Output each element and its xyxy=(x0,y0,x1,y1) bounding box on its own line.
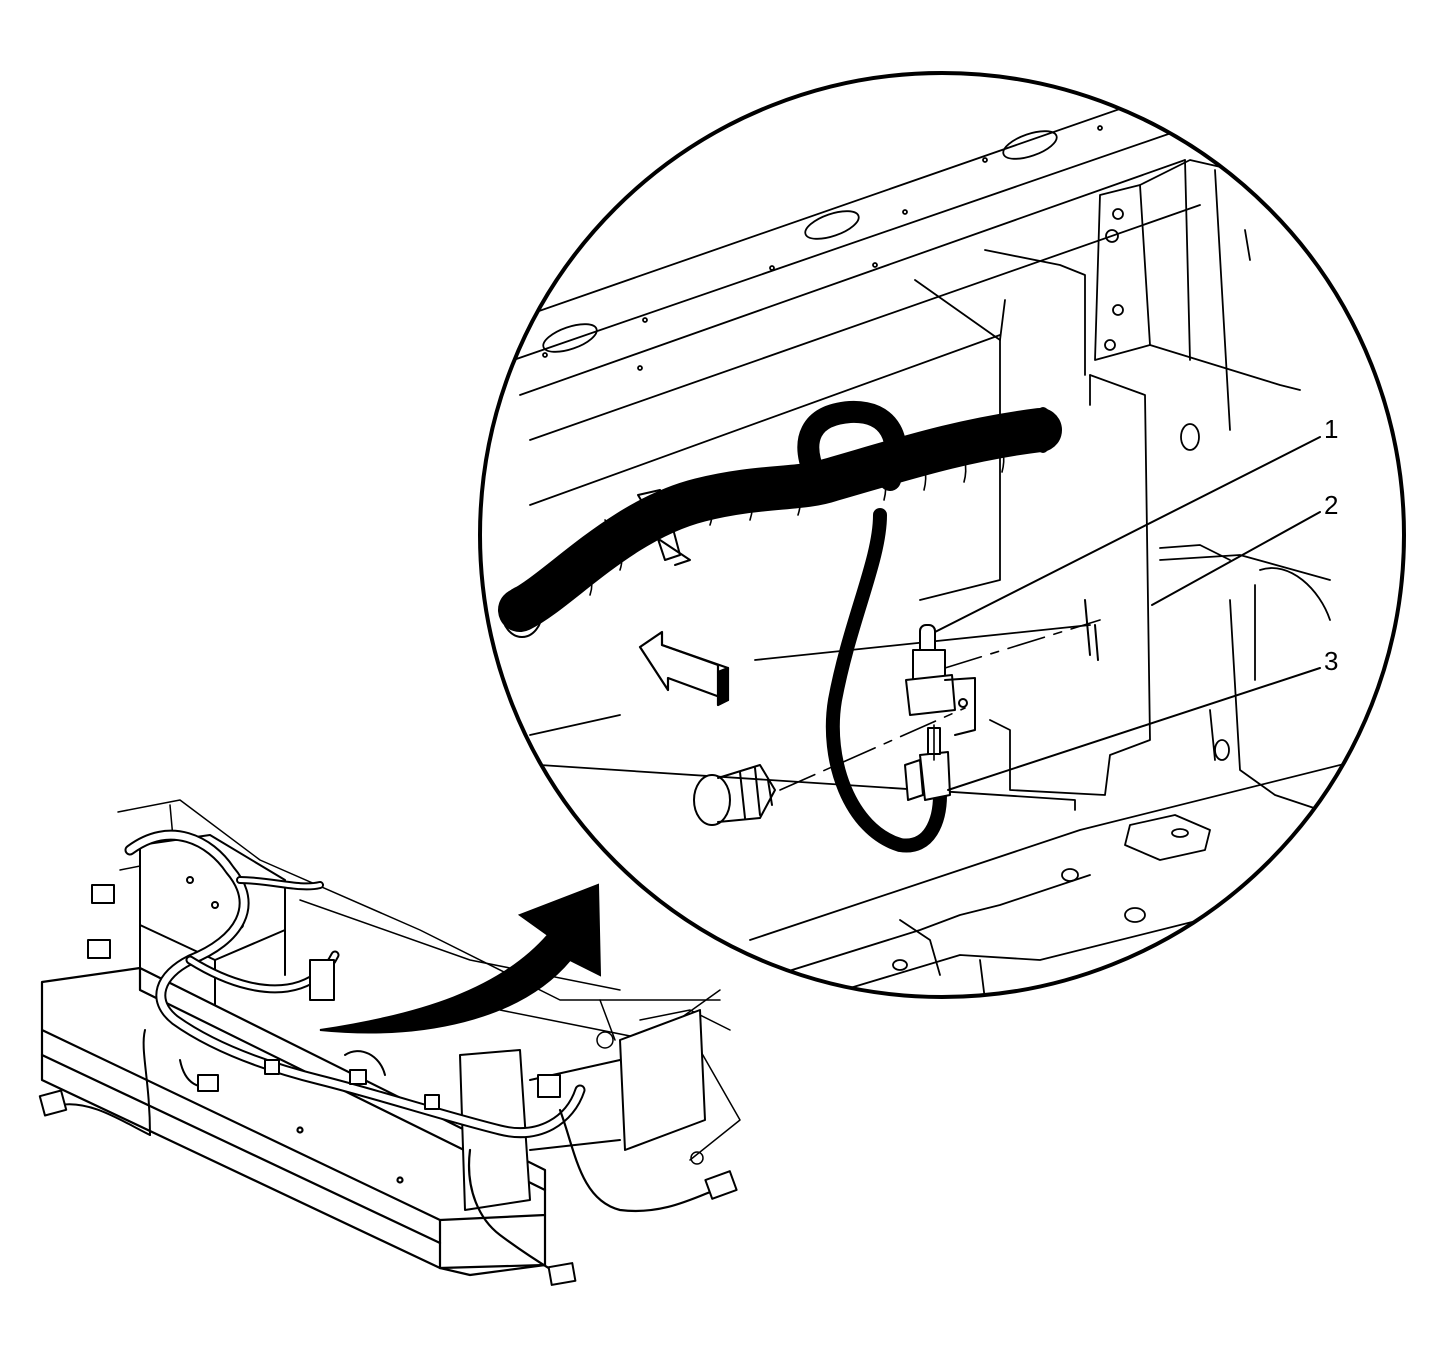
sensor-connector xyxy=(904,727,951,801)
main-wiring-harness xyxy=(498,400,1062,638)
callout-2: 2 xyxy=(1324,490,1338,520)
sensor-lead xyxy=(825,508,947,853)
callout-1: 1 xyxy=(1324,414,1338,444)
front-end-overview xyxy=(38,799,741,1286)
push-pin-retainer xyxy=(693,764,776,826)
ambient-air-temp-sensor xyxy=(905,599,1099,736)
detail-view xyxy=(478,71,1406,999)
bumper-impact-bar xyxy=(40,966,547,1277)
radiator-support-panel xyxy=(914,159,1331,811)
zoom-pointer-arrow xyxy=(319,883,602,1034)
upper-cross-member xyxy=(480,94,1201,506)
overview-connectors xyxy=(38,884,738,1286)
callout-3: 3 xyxy=(1324,646,1338,676)
forward-direction-arrow xyxy=(638,630,730,707)
callout-leaders xyxy=(934,436,1321,791)
detail-view-border xyxy=(478,71,1406,999)
installation-guide-lines xyxy=(779,619,1101,791)
